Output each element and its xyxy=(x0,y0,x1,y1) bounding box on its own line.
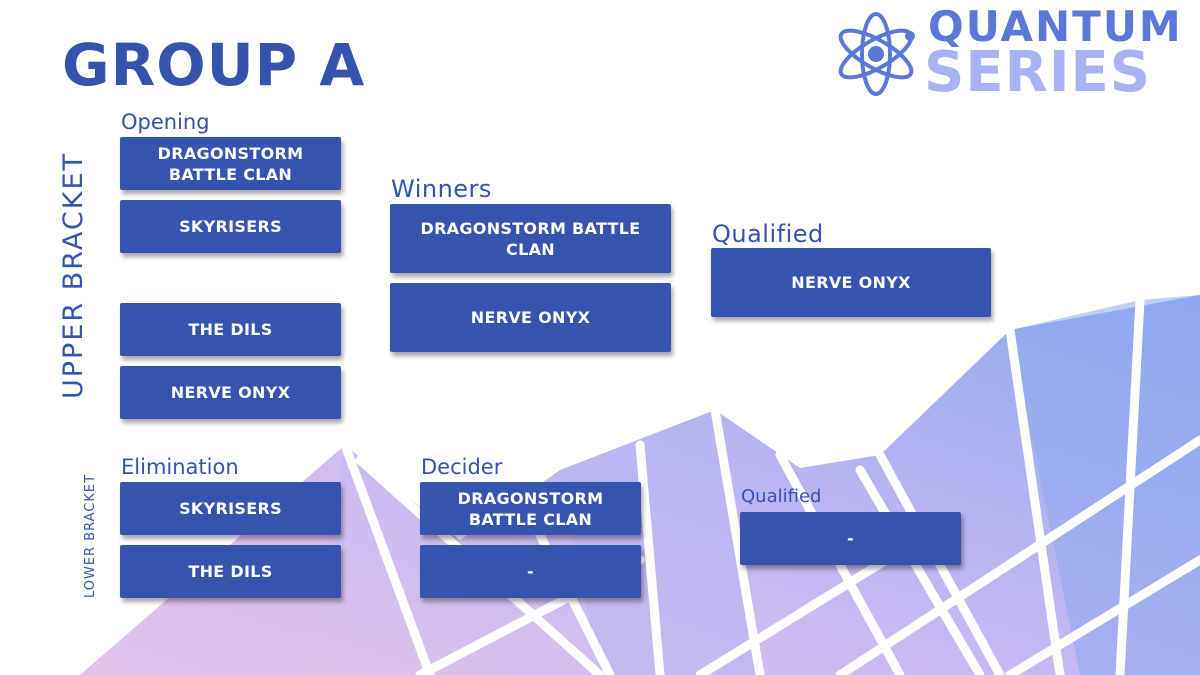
team-name: NERVE ONYX xyxy=(470,308,591,327)
team-name: THE DILS xyxy=(188,562,273,581)
team-name: NERVE ONYX xyxy=(170,383,291,402)
decider-team-card: - xyxy=(420,545,641,598)
winners-round-label: Winners xyxy=(391,175,492,203)
logo-text-quantum: QUANTUM xyxy=(928,2,1183,51)
page-title: GROUP A xyxy=(62,31,366,99)
team-name: - xyxy=(527,562,534,581)
opening-team-card: NERVE ONYX xyxy=(120,366,341,419)
winners-team-card: NERVE ONYX xyxy=(390,283,671,352)
lower-bracket-label: LOWER BRACKET xyxy=(83,473,98,599)
team-name: THE DILS xyxy=(188,320,273,339)
team-name: DRAGONSTORM BATTLE CLAN xyxy=(457,488,604,529)
logo-text-series: SERIES xyxy=(924,40,1152,105)
team-name: - xyxy=(847,529,854,548)
lower-qualified-team-card: - xyxy=(740,512,961,565)
elimination-round-label: Elimination xyxy=(121,455,239,479)
team-name: SKYRISERS xyxy=(179,499,282,518)
team-name: SKYRISERS xyxy=(179,217,282,236)
upper-bracket-label: UPPER BRACKET xyxy=(58,151,89,399)
opening-round-label: Opening xyxy=(121,110,210,134)
team-name: DRAGONSTORM BATTLE CLAN xyxy=(157,143,304,184)
opening-team-card: SKYRISERS xyxy=(120,200,341,253)
upper-qualified-label: Qualified xyxy=(712,220,824,248)
elimination-team-card: THE DILS xyxy=(120,545,341,598)
decider-round-label: Decider xyxy=(421,455,503,479)
opening-team-card: THE DILS xyxy=(120,303,341,356)
team-name: DRAGONSTORM BATTLE CLAN xyxy=(420,218,641,259)
elimination-team-card: SKYRISERS xyxy=(120,482,341,535)
atom-icon xyxy=(838,12,915,96)
upper-qualified-team-card: NERVE ONYX xyxy=(711,248,991,317)
winners-team-card: DRAGONSTORM BATTLE CLAN xyxy=(390,204,671,273)
opening-team-card: DRAGONSTORM BATTLE CLAN xyxy=(120,137,341,190)
team-name: NERVE ONYX xyxy=(791,273,911,292)
lower-qualified-label: Qualified xyxy=(741,486,822,507)
decider-team-card: DRAGONSTORM BATTLE CLAN xyxy=(420,482,641,535)
